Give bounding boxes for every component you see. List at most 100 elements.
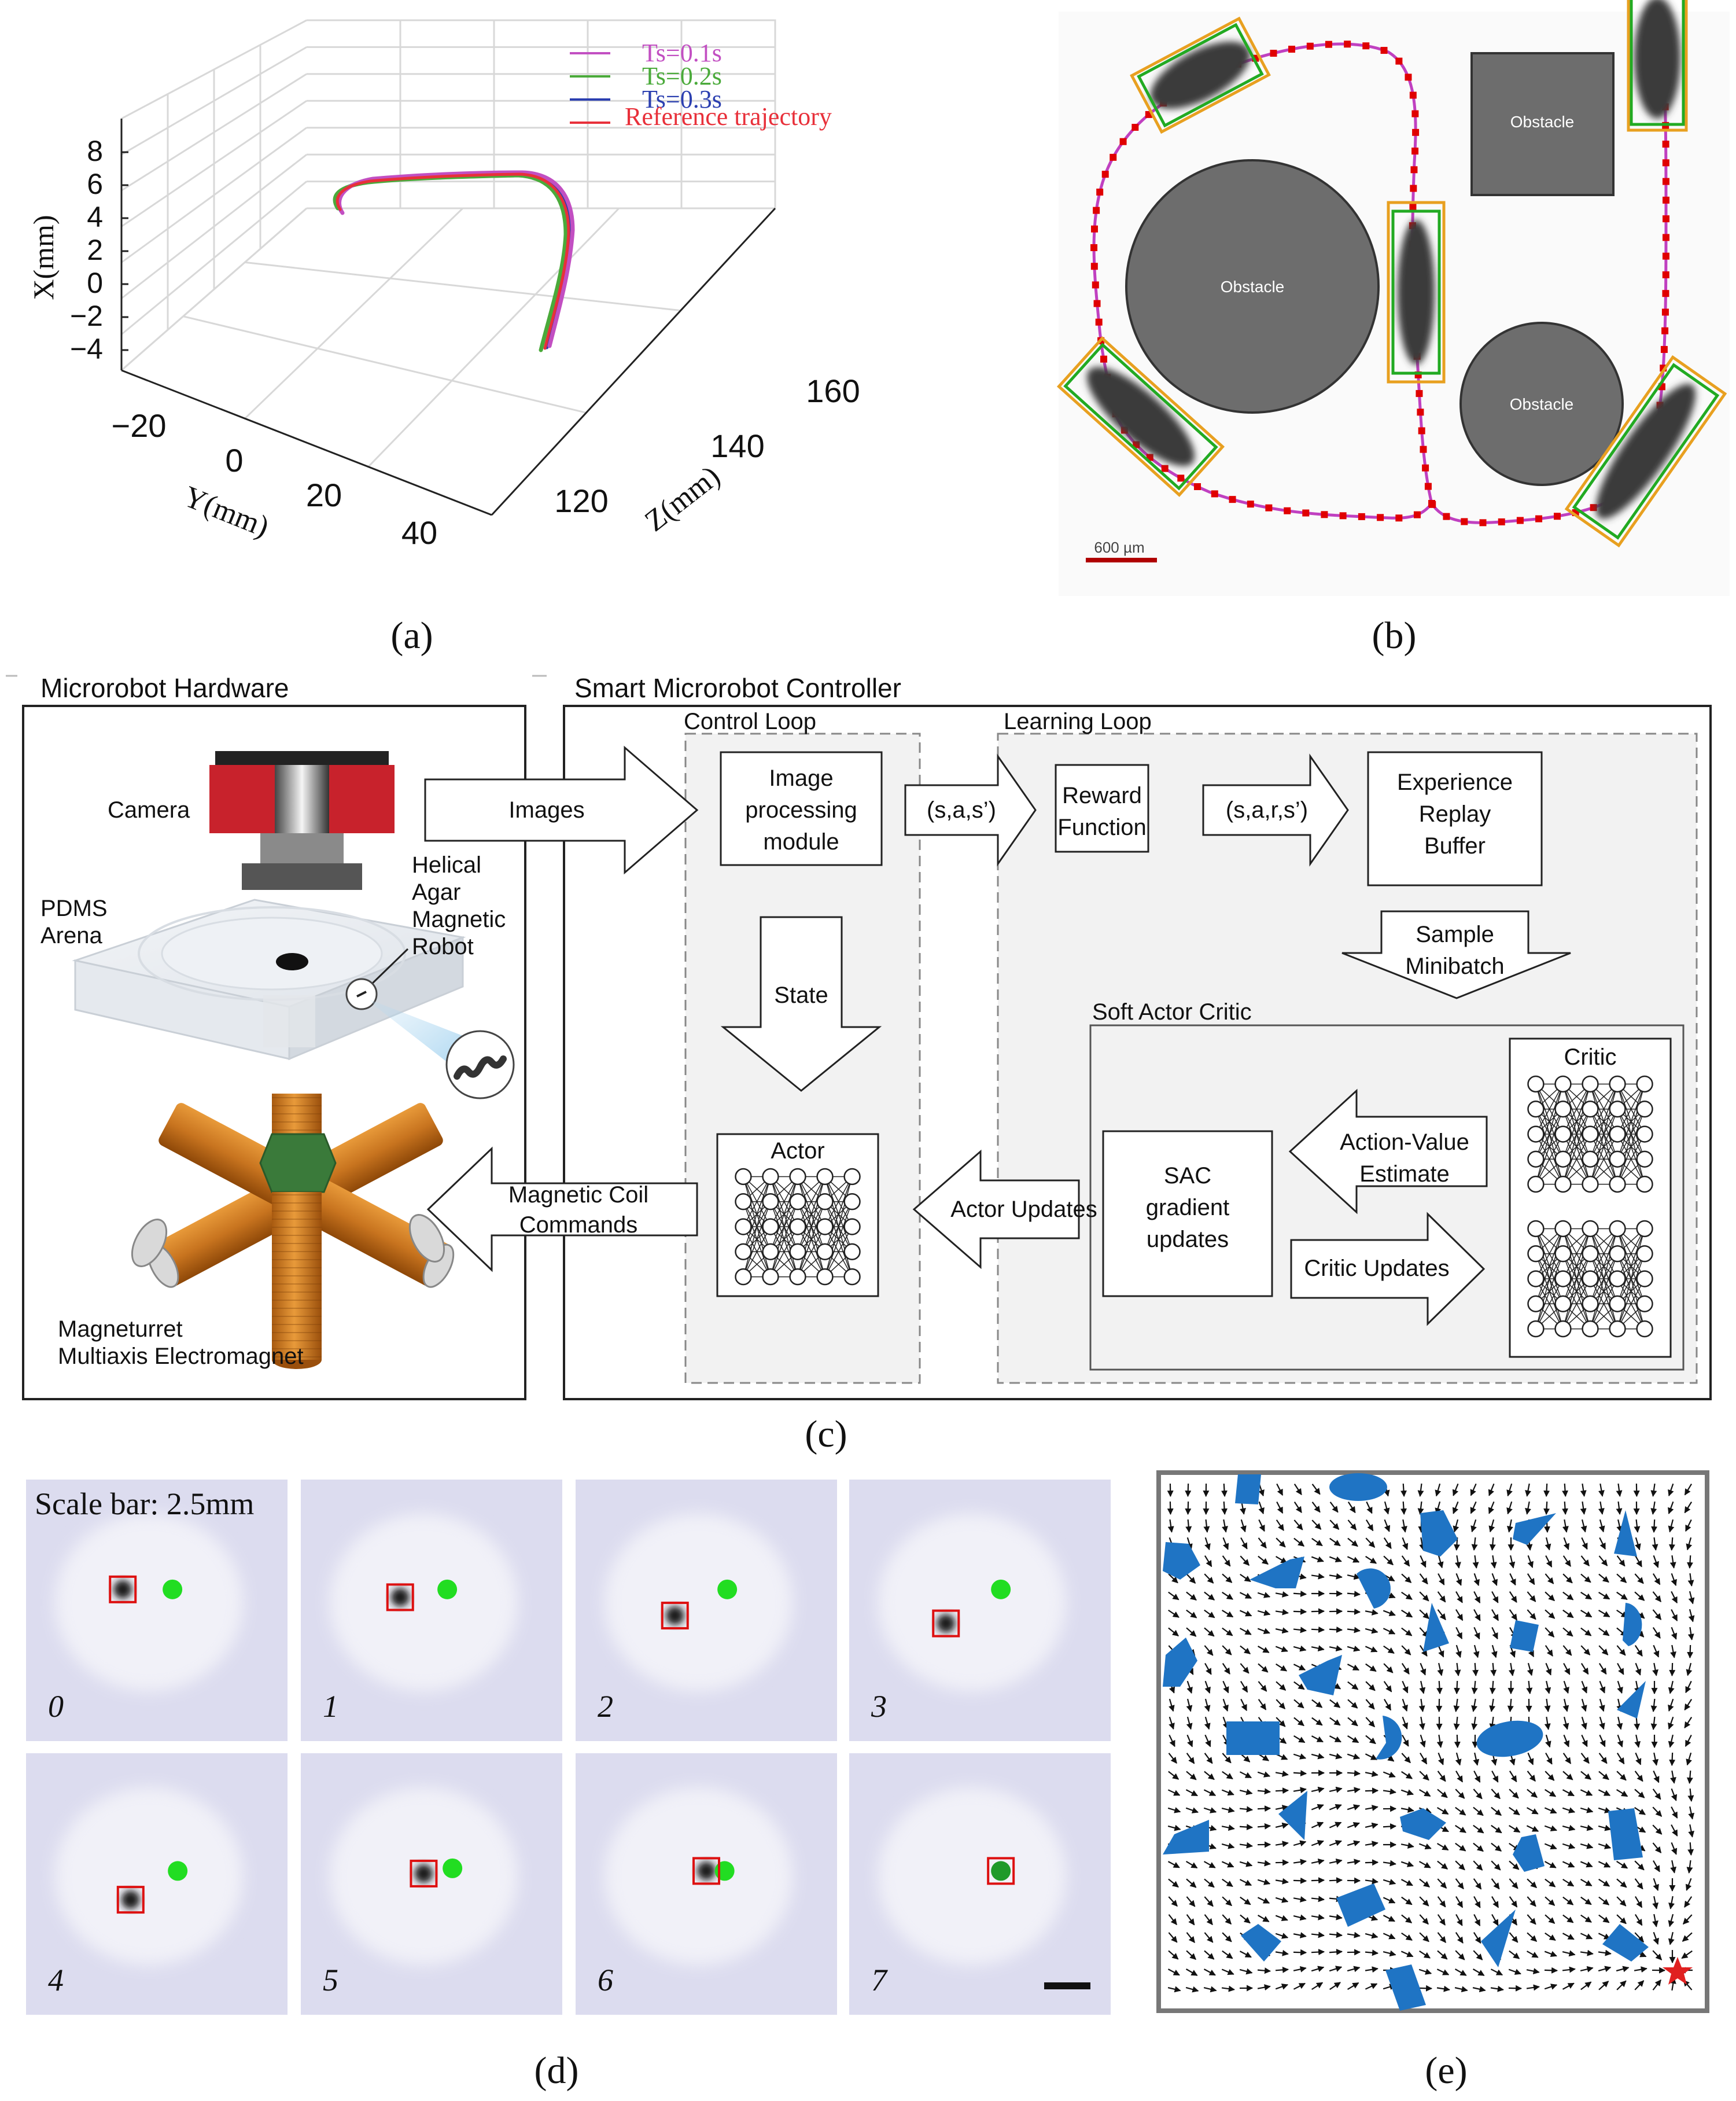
field-arrow xyxy=(1452,1483,1459,1496)
field-arrow xyxy=(1470,1483,1477,1496)
field-arrow xyxy=(1275,1897,1289,1903)
field-arrow xyxy=(1437,1789,1448,1798)
field-arrow xyxy=(1491,1824,1502,1834)
field-arrow xyxy=(1509,1609,1518,1621)
field-arrow xyxy=(1509,1573,1516,1586)
field-arrow xyxy=(1293,1502,1302,1513)
network-node xyxy=(1527,1245,1545,1263)
field-arrow xyxy=(1471,1680,1478,1695)
field-arrow xyxy=(1347,1537,1358,1547)
reference-dot xyxy=(1119,138,1127,145)
coil-center-core xyxy=(259,1133,337,1193)
reference-dot xyxy=(1660,345,1668,353)
reference-dot xyxy=(1662,141,1669,148)
field-arrow xyxy=(1491,1860,1501,1871)
network-node xyxy=(735,1243,752,1260)
field-arrow xyxy=(1472,1968,1485,1976)
field-arrow xyxy=(1293,1717,1304,1727)
field-arrow xyxy=(1616,1483,1623,1497)
field-arrow xyxy=(1366,1501,1373,1514)
field-arrow xyxy=(1473,1573,1480,1587)
field-arrow xyxy=(1221,1483,1228,1497)
obstacle xyxy=(1420,1510,1458,1557)
field-arrow xyxy=(1471,1716,1478,1730)
field-arrow xyxy=(1580,1879,1593,1887)
reference-dot xyxy=(1302,509,1310,517)
field-arrow xyxy=(1311,1699,1323,1708)
field-arrow xyxy=(1169,1698,1175,1712)
field-arrow xyxy=(1684,1896,1693,1908)
field-arrow xyxy=(1437,1896,1446,1908)
network-edge xyxy=(1590,1228,1618,1304)
tracking-box xyxy=(116,1886,145,1914)
obstacle xyxy=(1602,1924,1649,1962)
field-arrow xyxy=(1671,1806,1678,1819)
field-arrow xyxy=(1222,1914,1232,1925)
field-arrow xyxy=(1454,1734,1461,1749)
field-arrow xyxy=(1275,1805,1289,1811)
field-arrow xyxy=(1402,1698,1408,1712)
field-arrow xyxy=(1383,1663,1394,1673)
network-edge xyxy=(743,1201,771,1277)
helical-label-line1: Helical xyxy=(412,852,481,878)
field-arrow xyxy=(1365,1966,1379,1973)
scale-text: Scale bar: 2.5mm xyxy=(35,1486,254,1521)
critic-updates-arrow xyxy=(1290,1212,1486,1326)
field-arrow xyxy=(1437,1932,1447,1943)
field-arrow xyxy=(1563,1662,1571,1675)
network-node xyxy=(816,1268,834,1286)
frame-number: 1 xyxy=(323,1689,338,1724)
field-arrow xyxy=(1365,1663,1377,1672)
field-arrow xyxy=(1293,1537,1305,1547)
field-arrow xyxy=(1668,1501,1674,1514)
reference-dot xyxy=(1284,507,1291,514)
legend-label-ts-0.1s: Ts=0.1s xyxy=(642,39,722,67)
field-arrow xyxy=(1276,1519,1284,1531)
field-arrow xyxy=(1684,1699,1693,1711)
field-arrow xyxy=(1383,1897,1396,1904)
field-arrow xyxy=(1167,1519,1174,1533)
obstacle xyxy=(1336,1883,1385,1927)
camera-lens-upper xyxy=(260,833,344,863)
network-edge xyxy=(1590,1084,1618,1184)
field-arrow xyxy=(1258,1555,1269,1565)
z-tick-label: 160 xyxy=(806,373,860,409)
frame-5: 5 xyxy=(301,1753,562,2015)
network-edge xyxy=(824,1176,853,1277)
field-arrow xyxy=(1347,1627,1361,1633)
action-value-line2: Estimate xyxy=(1359,1161,1450,1187)
obstacle xyxy=(1278,1791,1307,1840)
field-arrow xyxy=(1204,1914,1213,1926)
field-arrow xyxy=(1239,1951,1252,1958)
field-arrow xyxy=(1563,1537,1570,1550)
field-arrow xyxy=(1473,1789,1483,1800)
target-dot xyxy=(163,1579,183,1599)
field-arrow xyxy=(1293,1753,1307,1760)
trajectory-curves xyxy=(333,170,575,352)
field-arrow xyxy=(1684,1717,1693,1729)
field-arrow xyxy=(1652,1979,1661,1990)
field-arrow xyxy=(1419,1896,1429,1907)
field-arrow xyxy=(1509,1789,1519,1799)
field-arrow xyxy=(1275,1822,1289,1829)
field-arrow xyxy=(1365,1932,1379,1939)
field-arrow xyxy=(1420,1734,1426,1748)
field-arrow xyxy=(1311,1484,1321,1495)
field-arrow xyxy=(1365,1519,1374,1532)
field-arrow xyxy=(1580,1591,1593,1600)
field-arrow xyxy=(1471,1537,1478,1551)
frame-number: 3 xyxy=(871,1689,887,1724)
field-arrow xyxy=(1311,1914,1325,1920)
field-arrow xyxy=(1580,1933,1593,1940)
field-arrow xyxy=(1417,1483,1424,1497)
field-arrow xyxy=(1258,1663,1269,1673)
reference-dot xyxy=(1420,446,1427,453)
network-edge xyxy=(1562,1278,1591,1329)
field-arrow xyxy=(1221,1985,1235,1992)
reference-dot xyxy=(1416,390,1423,398)
field-arrow xyxy=(1581,1716,1587,1730)
field-arrow xyxy=(1671,1788,1678,1801)
network-edge xyxy=(824,1176,853,1227)
field-arrow xyxy=(1329,1753,1343,1760)
field-arrow xyxy=(1527,1752,1534,1765)
